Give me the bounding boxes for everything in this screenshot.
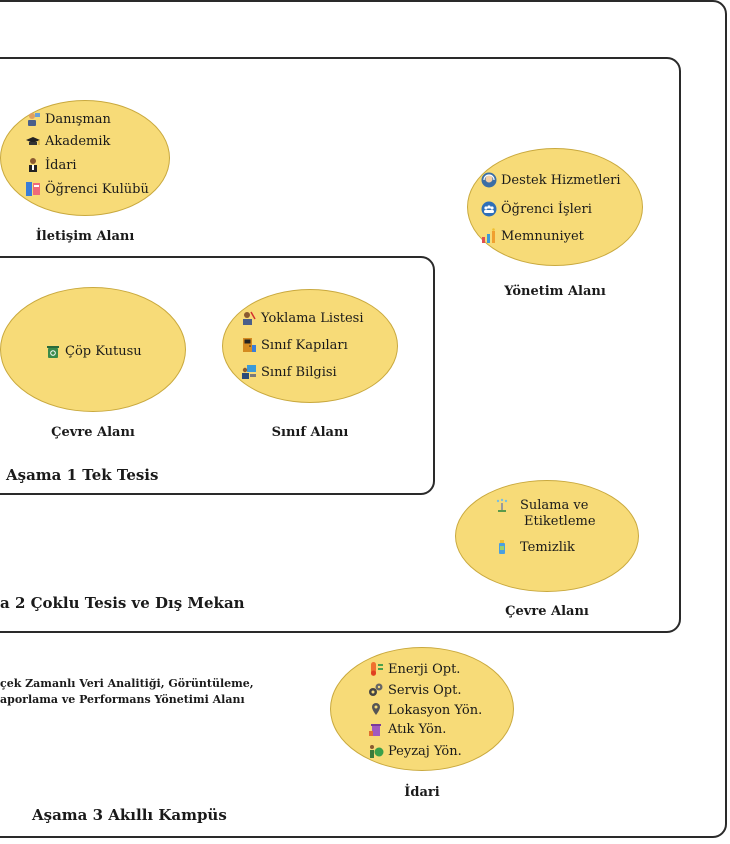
cevre1-caption: Çevre Alanı xyxy=(51,425,135,440)
item-yoklama: Yoklama Listesi xyxy=(241,310,363,326)
consultant-icon xyxy=(25,111,41,127)
stage-2-frame xyxy=(0,57,681,633)
item-label: Temizlik xyxy=(520,539,575,555)
item-enerji: Enerji Opt. xyxy=(368,661,460,677)
student-affairs-icon xyxy=(481,201,497,217)
item-label: Öğrenci İşleri xyxy=(501,201,592,217)
item-servis: Servis Opt. xyxy=(368,682,461,698)
item-ogrenci-kulubu: Öğrenci Kulübü xyxy=(25,181,149,197)
satisfaction-chart-icon xyxy=(481,228,497,244)
item-label: Memnuniyet xyxy=(501,228,584,244)
item-etiketleme: Etiketleme xyxy=(524,514,596,529)
attendance-icon xyxy=(241,310,257,326)
item-label: Enerji Opt. xyxy=(388,661,461,677)
stage-1-label: Aşama 1 Tek Tesis xyxy=(6,466,159,484)
cevre2-ellipse xyxy=(455,480,639,592)
item-label: Destek Hizmetleri xyxy=(501,172,621,188)
item-label: Öğrenci Kulübü xyxy=(45,181,149,197)
iletisim-caption: İletişim Alanı xyxy=(35,229,135,244)
cevre1-ellipse xyxy=(0,287,186,412)
irrigation-icon xyxy=(494,497,510,513)
landscape-icon xyxy=(368,743,384,759)
item-akademik: Akademik xyxy=(25,133,110,149)
idari-caption: İdari xyxy=(404,785,440,800)
item-label: Yoklama Listesi xyxy=(261,310,364,326)
item-lokasyon: Lokasyon Yön. xyxy=(368,702,482,718)
student-club-icon xyxy=(25,181,41,197)
item-sulama: Sulama ve xyxy=(494,497,588,513)
item-label: Sulama ve xyxy=(520,497,589,513)
item-label: Sınıf Kapıları xyxy=(261,337,348,353)
energy-icon xyxy=(368,661,384,677)
item-label: Danışman xyxy=(45,111,111,127)
gears-icon xyxy=(368,682,384,698)
item-label: Atık Yön. xyxy=(388,721,447,737)
cevre2-caption: Çevre Alanı xyxy=(505,604,589,619)
item-cop-kutusu: Çöp Kutusu xyxy=(45,343,142,359)
item-label: Servis Opt. xyxy=(388,682,462,698)
stage-1-frame xyxy=(0,256,435,495)
yonetim-ellipse xyxy=(467,148,643,266)
item-label: Peyzaj Yön. xyxy=(388,743,462,759)
item-danisman: Danışman xyxy=(25,111,111,127)
trash-bin-icon xyxy=(45,343,61,359)
item-idari: İdari xyxy=(25,157,77,173)
stage-3-label: Aşama 3 Akıllı Kampüs xyxy=(32,806,227,824)
sinif-caption: Sınıf Alanı xyxy=(271,425,349,440)
admin-person-icon xyxy=(25,157,41,173)
item-ogrenci-isleri: Öğrenci İşleri xyxy=(481,201,592,217)
item-label: Sınıf Bilgisi xyxy=(261,364,337,380)
item-label: İdari xyxy=(45,157,77,173)
cleaning-icon xyxy=(494,539,510,555)
item-sinif-kapilari: Sınıf Kapıları xyxy=(241,337,348,353)
item-temizlik: Temizlik xyxy=(494,539,575,555)
idari-ellipse xyxy=(330,647,514,771)
yonetim-caption: Yönetim Alanı xyxy=(504,284,606,299)
graduation-cap-icon xyxy=(25,133,41,149)
class-info-icon xyxy=(241,364,257,380)
iletisim-ellipse xyxy=(0,100,170,216)
item-label: Etiketleme xyxy=(524,514,596,529)
item-sinif-bilgisi: Sınıf Bilgisi xyxy=(241,364,337,380)
waste-icon xyxy=(368,721,384,737)
classroom-door-icon xyxy=(241,337,257,353)
analytics-note-line-1: çek Zamanlı Veri Analitiği, Görüntüleme, xyxy=(0,677,254,690)
item-peyzaj: Peyzaj Yön. xyxy=(368,743,462,759)
item-label: Çöp Kutusu xyxy=(65,343,142,359)
item-memnuniyet: Memnuniyet xyxy=(481,228,584,244)
analytics-note-line-2: aporlama ve Performans Yönetimi Alanı xyxy=(0,693,245,706)
item-label: Lokasyon Yön. xyxy=(388,702,483,718)
location-icon xyxy=(368,702,384,718)
item-destek: Destek Hizmetleri xyxy=(481,172,621,188)
item-atik: Atık Yön. xyxy=(368,721,446,737)
item-label: Akademik xyxy=(45,133,111,149)
stage-2-label: a 2 Çoklu Tesis ve Dış Mekan xyxy=(0,594,245,612)
support-headset-icon xyxy=(481,172,497,188)
